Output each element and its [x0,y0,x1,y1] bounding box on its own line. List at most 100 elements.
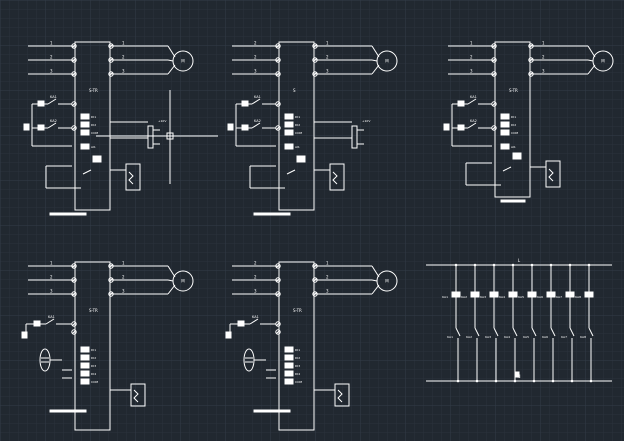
coil-label: KA3 [480,295,486,299]
coil-label: KA1 [442,295,448,299]
terminal-slash [72,264,76,268]
terminal-slash [276,102,280,106]
contact-label: KA4 [504,335,510,339]
motor-lead [167,284,176,295]
motor-lead [587,59,594,62]
output-terminal-label: 2 [326,55,329,60]
coil-symbol [527,291,537,298]
switch-label: KA1 [254,95,261,99]
crosshair-pickbox [166,132,174,140]
io-terminal-block [284,354,294,361]
io-label: COM [295,380,302,384]
switch-contact [251,98,261,105]
contact-block [37,124,45,131]
io-terminal-block [500,121,510,128]
motor-lead [167,64,176,75]
io-label: DI1 [91,348,96,352]
coil-symbol [489,291,499,298]
relay-contact [82,169,92,175]
caption-bar [49,409,87,413]
input-terminal-label: 1 [50,41,53,46]
motor-lead [587,64,596,75]
coil-symbol [470,291,480,298]
io-terminal-block [284,370,294,377]
motor-lead [167,45,176,58]
contact-label: KA3 [485,335,491,339]
input-terminal-label: 2 [470,55,473,60]
motor-lead [371,59,378,62]
motor-lead [587,45,596,58]
motor-symbol [172,270,194,292]
ladder-node [456,379,460,383]
vfd-box [74,261,111,431]
io-label: COM [91,131,98,135]
nc-contact [493,327,499,337]
caption-bar [253,409,291,413]
motor-label: M [385,59,389,64]
ladder-node [589,379,593,383]
relay-coil-box [545,160,561,188]
input-terminal-label: 2 [254,261,257,266]
terminal-symbol [71,57,77,63]
relay-coil-box [329,163,345,191]
io-label: DI1 [295,115,300,119]
terminal-slash [492,58,496,62]
terminal-slash [72,330,76,334]
caption-bar [49,212,87,216]
switch-label: KA1 [48,315,55,319]
relay-contact [502,166,512,172]
output-terminal-label: 3 [326,289,329,294]
vfd-box [278,261,315,431]
source-block [23,123,30,131]
switch-contact [249,318,259,325]
terminal-slash [72,322,76,326]
terminal-symbol [275,291,281,297]
motor-label: M [181,59,185,64]
motor-label: M [601,59,605,64]
ladder-node [551,379,555,383]
motor-lead [167,59,174,62]
terminal-slash [276,72,280,76]
contact-block [457,100,465,107]
io-terminal-block [284,129,294,136]
io-terminal-block [284,121,294,128]
switch-label: KA1 [470,95,477,99]
input-terminal-label: 2 [50,55,53,60]
output-terminal-label: 3 [122,289,125,294]
io-label: DI1 [91,115,96,119]
io-terminal-block [500,129,510,136]
io-terminal-block [80,121,90,128]
contact-label: KA2 [466,335,472,339]
output-terminal-label: 3 [542,69,545,74]
io-terminal-block [80,378,90,385]
terminal-symbol [275,277,281,283]
motor-label: M [181,279,185,284]
relay-contact [286,169,296,175]
terminal-slash [276,278,280,282]
motor-symbol [592,50,614,72]
coil-label: KA5 [518,295,524,299]
motor-label: M [385,279,389,284]
input-terminal-label: 1 [50,261,53,266]
io-label: AI1 [511,145,516,149]
vfd-label: S-TR [293,308,302,313]
io-label: DI2 [91,356,96,360]
io-label: DI2 [295,356,300,360]
output-terminal-label: 3 [326,69,329,74]
terminal-slash [72,292,76,296]
input-terminal-label: 3 [254,69,257,74]
input-terminal-label: 2 [254,275,257,280]
nc-contact [569,327,575,337]
output-terminal-label: 2 [122,275,125,280]
motor-symbol [172,50,194,72]
input-terminal-label: 2 [254,41,257,46]
relay-block [296,155,306,163]
ladder-node [494,379,498,383]
relay-block [92,155,102,163]
vfd-label: S-TR [89,88,98,93]
terminal-slash [276,322,280,326]
